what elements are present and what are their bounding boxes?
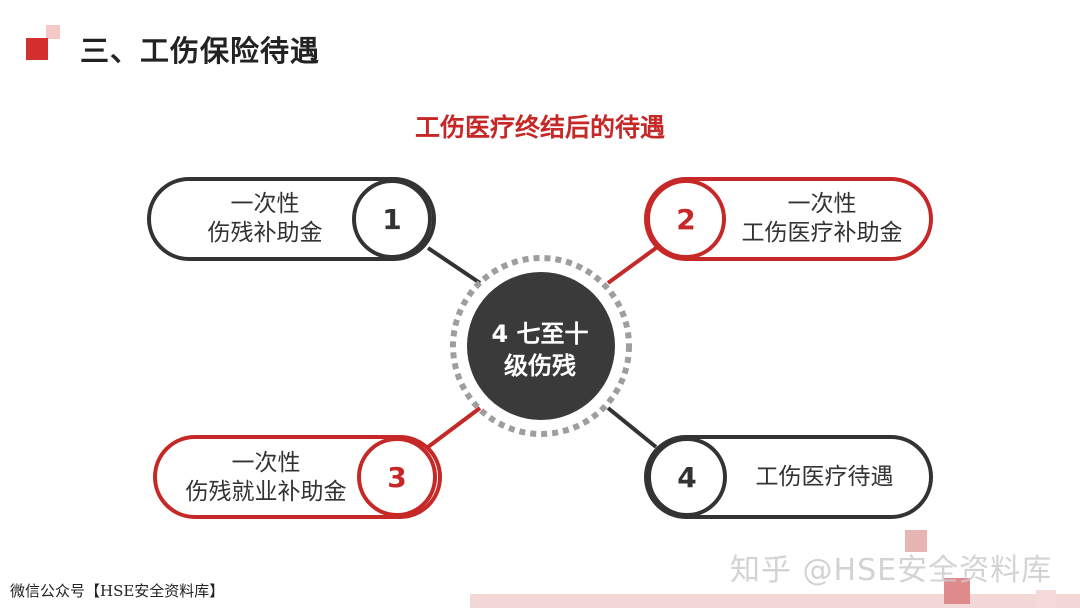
connector-4 — [606, 406, 658, 449]
connector-2 — [606, 246, 658, 285]
footer-decor-square-2 — [944, 578, 970, 604]
connector-1 — [426, 246, 482, 285]
item-3-label: 一次性 伤残就业补助金 — [166, 449, 366, 507]
center-dotted-ring — [450, 255, 632, 437]
source-credit: 微信公众号【HSE安全资料库】 — [10, 582, 225, 600]
page-title: 三、工伤保险待遇 — [80, 34, 321, 68]
center-line1: 4 七至十 — [491, 320, 589, 348]
badge-3 — [357, 437, 437, 517]
watermark: 知乎 @HSE安全资料库 — [730, 553, 1053, 588]
badge-4-number: 4 — [677, 461, 696, 494]
item-3-line1: 一次性 — [231, 450, 301, 476]
badge-1-number: 1 — [382, 203, 401, 236]
item-4-line1: 工伤医疗待遇 — [755, 464, 894, 490]
title-decor-square — [26, 38, 48, 60]
badge-4 — [647, 437, 727, 517]
connector-3 — [426, 406, 482, 449]
item-2-label: 一次性 工伤医疗补助金 — [722, 190, 922, 248]
badge-1 — [352, 179, 432, 259]
title-decor-square-small — [46, 25, 60, 39]
center-line2: 级伤残 — [504, 352, 576, 380]
item-3-line2: 伤残就业补助金 — [185, 479, 347, 505]
center-label: 4 七至十 级伤残 — [480, 318, 600, 382]
center-circle — [467, 272, 615, 420]
item-2-line1: 一次性 — [787, 191, 857, 217]
footer-decor-square-3 — [1036, 590, 1056, 608]
footer-decor-square-1 — [905, 530, 927, 552]
badge-3-number: 3 — [387, 461, 406, 494]
item-2-line2: 工伤医疗补助金 — [741, 220, 903, 246]
item-4-label: 工伤医疗待遇 — [732, 463, 917, 492]
diagram-subtitle: 工伤医疗终结后的待遇 — [414, 113, 665, 142]
badge-2-number: 2 — [676, 203, 695, 236]
footer-band — [470, 594, 1080, 608]
item-1-line2: 伤残补助金 — [207, 220, 323, 246]
badge-2 — [646, 179, 726, 259]
item-1-line1: 一次性 — [230, 191, 300, 217]
item-1-label: 一次性 伤残补助金 — [170, 190, 360, 248]
